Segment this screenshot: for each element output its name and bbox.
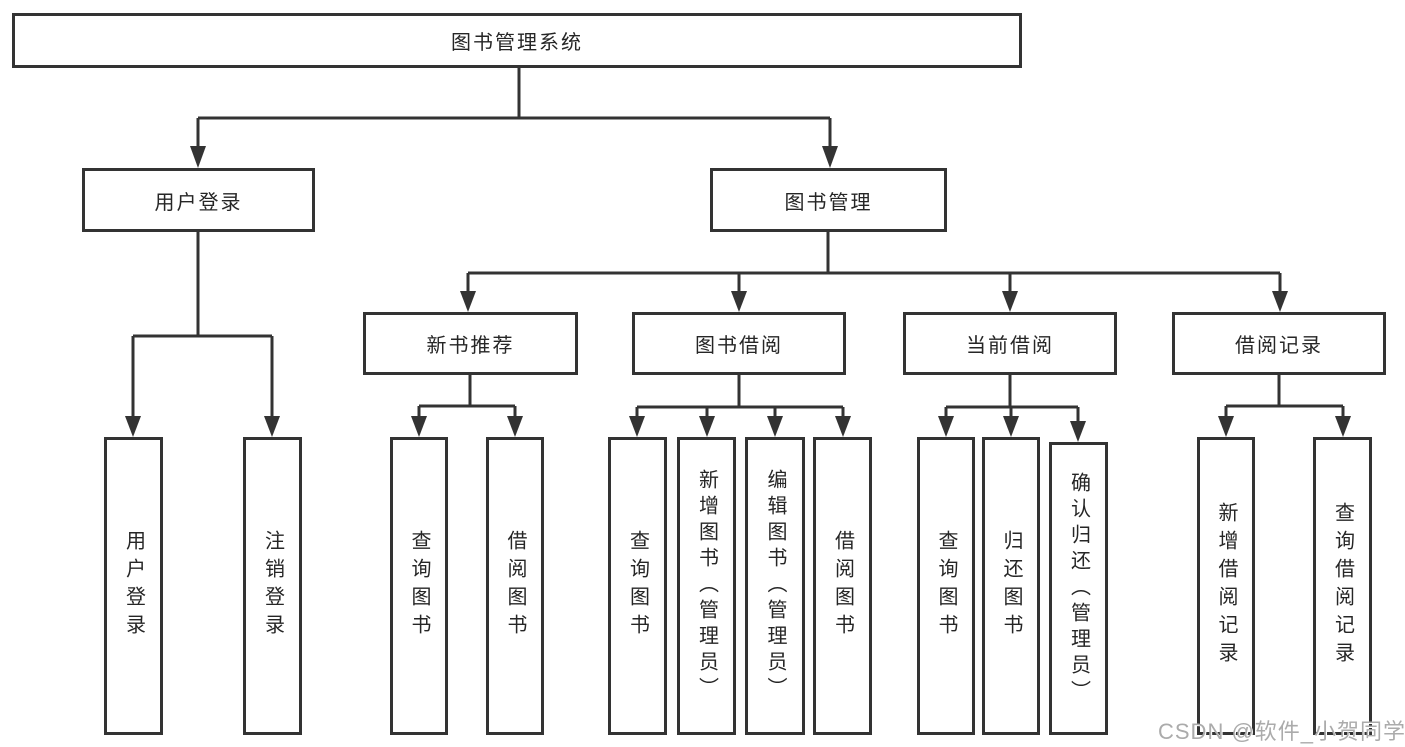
arrow-down-icon <box>835 416 851 437</box>
arrow-down-icon <box>460 291 476 312</box>
arrow-down-icon <box>1070 421 1086 442</box>
node-label: 当前借阅 <box>966 335 1054 357</box>
csdn-watermark: CSDN @软件_小贺同学 <box>1158 719 1405 744</box>
leaf-add-borrow-record: 新增借阅记录 <box>1197 437 1255 735</box>
arrow-down-icon <box>1272 291 1288 312</box>
arrow-down-icon <box>411 416 427 437</box>
leaf-borrow-books-recommend: 借阅图书 <box>486 437 544 735</box>
node-root: 图书管理系统 <box>12 13 1022 68</box>
node-label: 查询借阅记录 <box>1331 502 1354 670</box>
node-label: 编辑图书（管理员） <box>764 469 786 703</box>
arrow-down-icon <box>190 146 206 168</box>
node-label: 新增图书（管理员） <box>695 469 718 703</box>
leaf-add-book-admin: 新增图书（管理员） <box>677 437 736 735</box>
node-label: 用户登录 <box>154 191 243 214</box>
arrow-down-icon <box>1003 416 1019 437</box>
arrow-down-icon <box>699 416 715 437</box>
leaf-logout: 注销登录 <box>243 437 302 735</box>
leaf-query-books-current: 查询图书 <box>917 437 975 735</box>
node-label: 注销登录 <box>261 530 284 642</box>
node-borrow-records: 借阅记录 <box>1172 312 1386 375</box>
node-label: 新增借阅记录 <box>1215 502 1237 670</box>
leaf-query-borrow-record: 查询借阅记录 <box>1313 437 1372 735</box>
node-label: 查询图书 <box>935 530 957 642</box>
node-label: 借阅记录 <box>1235 335 1323 357</box>
leaf-borrow-books-borrowing: 借阅图书 <box>813 437 872 735</box>
node-label: 归还图书 <box>1000 530 1022 642</box>
node-label: 查询图书 <box>408 530 430 642</box>
node-current-borrowing: 当前借阅 <box>903 312 1117 375</box>
arrow-down-icon <box>507 416 523 437</box>
leaf-user-login: 用户登录 <box>104 437 163 735</box>
arrow-down-icon <box>629 416 645 437</box>
arrow-down-icon <box>264 416 280 437</box>
arrow-down-icon <box>1335 416 1351 437</box>
node-label: 借阅图书 <box>504 530 526 642</box>
node-new-book-recommend: 新书推荐 <box>363 312 578 375</box>
node-label: 借阅图书 <box>831 530 854 642</box>
arrow-down-icon <box>125 416 141 437</box>
leaf-query-books-borrowing: 查询图书 <box>608 437 667 735</box>
node-label: 图书管理系统 <box>451 32 583 54</box>
node-user-login: 用户登录 <box>82 168 315 232</box>
arrow-down-icon <box>938 416 954 437</box>
node-label: 新书推荐 <box>426 335 515 357</box>
node-label: 查询图书 <box>626 530 649 642</box>
connector-paths <box>131 68 1345 426</box>
arrow-down-icon <box>767 416 783 437</box>
node-label: 图书借阅 <box>695 335 783 357</box>
node-book-borrowing: 图书借阅 <box>632 312 846 375</box>
arrow-down-icon <box>1218 416 1234 437</box>
node-book-management: 图书管理 <box>710 168 947 232</box>
arrow-down-icon <box>1002 291 1018 312</box>
leaf-confirm-return-admin: 确认归还（管理员） <box>1049 442 1108 735</box>
arrow-down-icon <box>731 291 747 312</box>
node-label: 确认归还（管理员） <box>1067 471 1090 706</box>
arrow-down-icon <box>822 146 838 168</box>
arrowheads <box>125 146 1351 442</box>
leaf-query-books-recommend: 查询图书 <box>390 437 448 735</box>
leaf-return-books: 归还图书 <box>982 437 1040 735</box>
node-label: 图书管理 <box>784 191 873 214</box>
node-label: 用户登录 <box>122 530 145 642</box>
leaf-edit-book-admin: 编辑图书（管理员） <box>745 437 805 735</box>
